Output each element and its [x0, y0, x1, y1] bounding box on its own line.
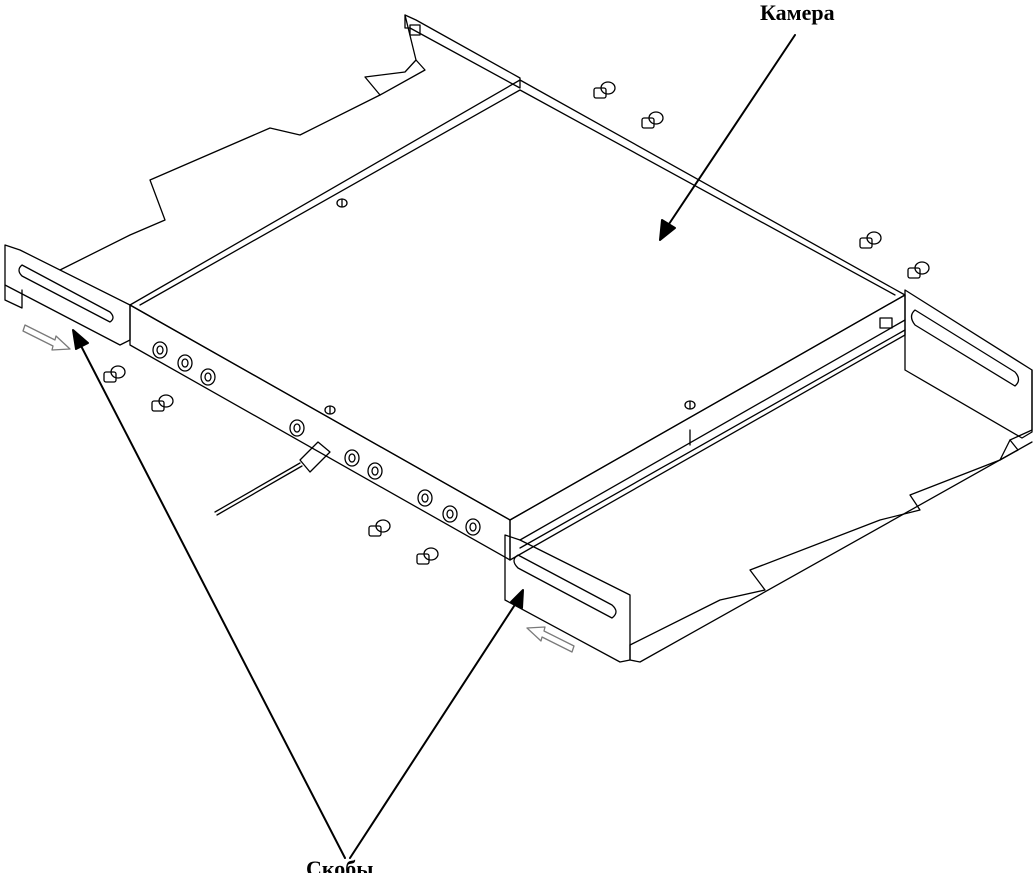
left-ear-slot	[18, 264, 114, 323]
camera-chamber	[129, 79, 906, 561]
connector-icon	[200, 368, 216, 386]
rear-bracket	[404, 14, 521, 89]
insertion-arrow-icon	[22, 324, 71, 351]
bracket-label: Скобы	[306, 856, 374, 873]
probe-cable	[214, 441, 331, 516]
screw-icon	[416, 547, 439, 565]
tray-right-edge	[629, 369, 1033, 646]
chamber-right-rail-2	[519, 329, 906, 549]
connector-icon	[367, 462, 383, 480]
connector-icon	[177, 354, 193, 372]
chamber-right-face	[509, 294, 906, 561]
screw-icon	[368, 519, 391, 537]
chamber-top-face	[129, 79, 906, 521]
connector-icon	[465, 518, 481, 536]
insertion-arrow-icon	[526, 626, 575, 653]
right-far-ear-slot	[910, 309, 1020, 387]
chamber-top-bevel	[139, 89, 896, 306]
loose-screws	[103, 81, 930, 565]
screw-icon	[684, 400, 696, 410]
tray-back-edge-inner	[379, 59, 426, 96]
front-connectors	[152, 341, 481, 536]
screw-icon	[907, 261, 930, 279]
connector-icon	[344, 449, 360, 467]
screw-icon	[151, 394, 174, 412]
screw-icon	[859, 231, 882, 249]
screw-icon	[641, 111, 664, 129]
callout-arrow-icon	[349, 599, 519, 859]
chamber-right-rail	[519, 319, 906, 541]
tray-front-lip	[629, 441, 1033, 663]
screw-icon	[103, 365, 126, 383]
rear-bracket-slot	[409, 24, 421, 36]
screw-icon	[324, 405, 336, 415]
connector-icon	[442, 505, 458, 523]
connector-icon	[152, 341, 168, 359]
callout-arrow-icon	[664, 34, 796, 231]
connector-icon	[289, 419, 305, 437]
insertion-arrows	[22, 324, 575, 653]
callout-arrowhead	[510, 589, 524, 609]
screw-icon	[336, 198, 348, 208]
left-ear-bottom-tab	[4, 284, 23, 309]
screw-icon	[593, 81, 616, 99]
connector-icon	[417, 489, 433, 507]
right-far-ear-plate	[904, 289, 1033, 439]
callout-arrowhead	[72, 329, 89, 350]
base-tray	[59, 14, 1033, 663]
callout-arrows	[72, 34, 796, 859]
camera-label: Камера	[760, 0, 835, 25]
chamber-latch	[879, 317, 893, 329]
right-ear-slot	[513, 554, 617, 619]
tray-back-edge	[59, 14, 417, 271]
rear-bracket-plate	[404, 14, 521, 89]
callout-arrowhead	[659, 219, 676, 241]
right-rack-ear	[504, 289, 1033, 663]
top-screws	[324, 198, 696, 415]
callout-arrow-icon	[77, 339, 346, 859]
